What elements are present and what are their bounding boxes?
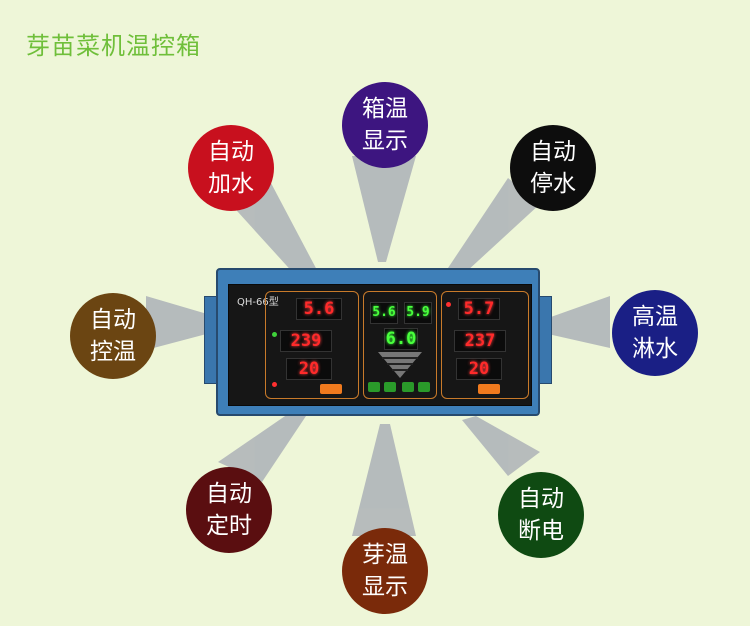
bubble-auto-timer: 自动定时	[186, 467, 272, 553]
ray-box-temp	[352, 156, 416, 262]
left-section: 5.6 239 20	[265, 291, 359, 399]
controller-face: QH-66型 5.6 239 20 5.6 5.9 6.0	[228, 284, 532, 406]
ray-stop-water	[448, 178, 540, 272]
center-button-3[interactable]	[402, 382, 414, 392]
model-label: QH-66型	[237, 297, 279, 308]
left-top-display: 5.6	[296, 298, 342, 320]
right-section: 5.7 237 20	[441, 291, 529, 399]
center-a-display: 5.6	[370, 302, 398, 324]
ray-plant-temp	[352, 424, 416, 536]
right-indicator	[446, 302, 451, 307]
left-bot-display: 20	[286, 358, 332, 380]
right-bot-display: 20	[456, 358, 502, 380]
right-set-button[interactable]	[478, 384, 500, 394]
center-b-display: 5.9	[404, 302, 432, 324]
right-top-display: 5.7	[458, 298, 500, 320]
ray-timer	[218, 414, 306, 482]
bubble-plant-temp-display: 芽温显示	[342, 528, 428, 614]
center-button-1[interactable]	[368, 382, 380, 392]
page-title: 芽苗菜机温控箱	[26, 32, 201, 60]
left-indicator-1	[272, 332, 277, 337]
left-mid-display: 239	[280, 330, 332, 352]
bubble-auto-temp-control: 自动控温	[70, 293, 156, 379]
bubble-auto-stop-water: 自动停水	[510, 125, 596, 211]
bubble-high-temp-spray: 高温淋水	[612, 290, 698, 376]
center-c-display: 6.0	[384, 328, 418, 350]
controller-housing: QH-66型 5.6 239 20 5.6 5.9 6.0	[216, 268, 540, 416]
bubble-auto-power-off: 自动断电	[498, 472, 584, 558]
ray-temp-control	[146, 296, 214, 350]
right-mid-display: 237	[454, 330, 506, 352]
level-indicator-icon	[378, 352, 422, 378]
ray-power-off	[462, 416, 540, 476]
ray-high-temp	[548, 296, 610, 348]
center-button-4[interactable]	[418, 382, 430, 392]
left-set-button[interactable]	[320, 384, 342, 394]
bubble-auto-add-water: 自动加水	[188, 125, 274, 211]
temperature-controller: QH-66型 5.6 239 20 5.6 5.9 6.0	[204, 268, 552, 418]
center-section: 5.6 5.9 6.0	[363, 291, 437, 399]
bubble-box-temp-display: 箱温显示	[342, 82, 428, 168]
center-button-2[interactable]	[384, 382, 396, 392]
left-indicator-2	[272, 382, 277, 387]
